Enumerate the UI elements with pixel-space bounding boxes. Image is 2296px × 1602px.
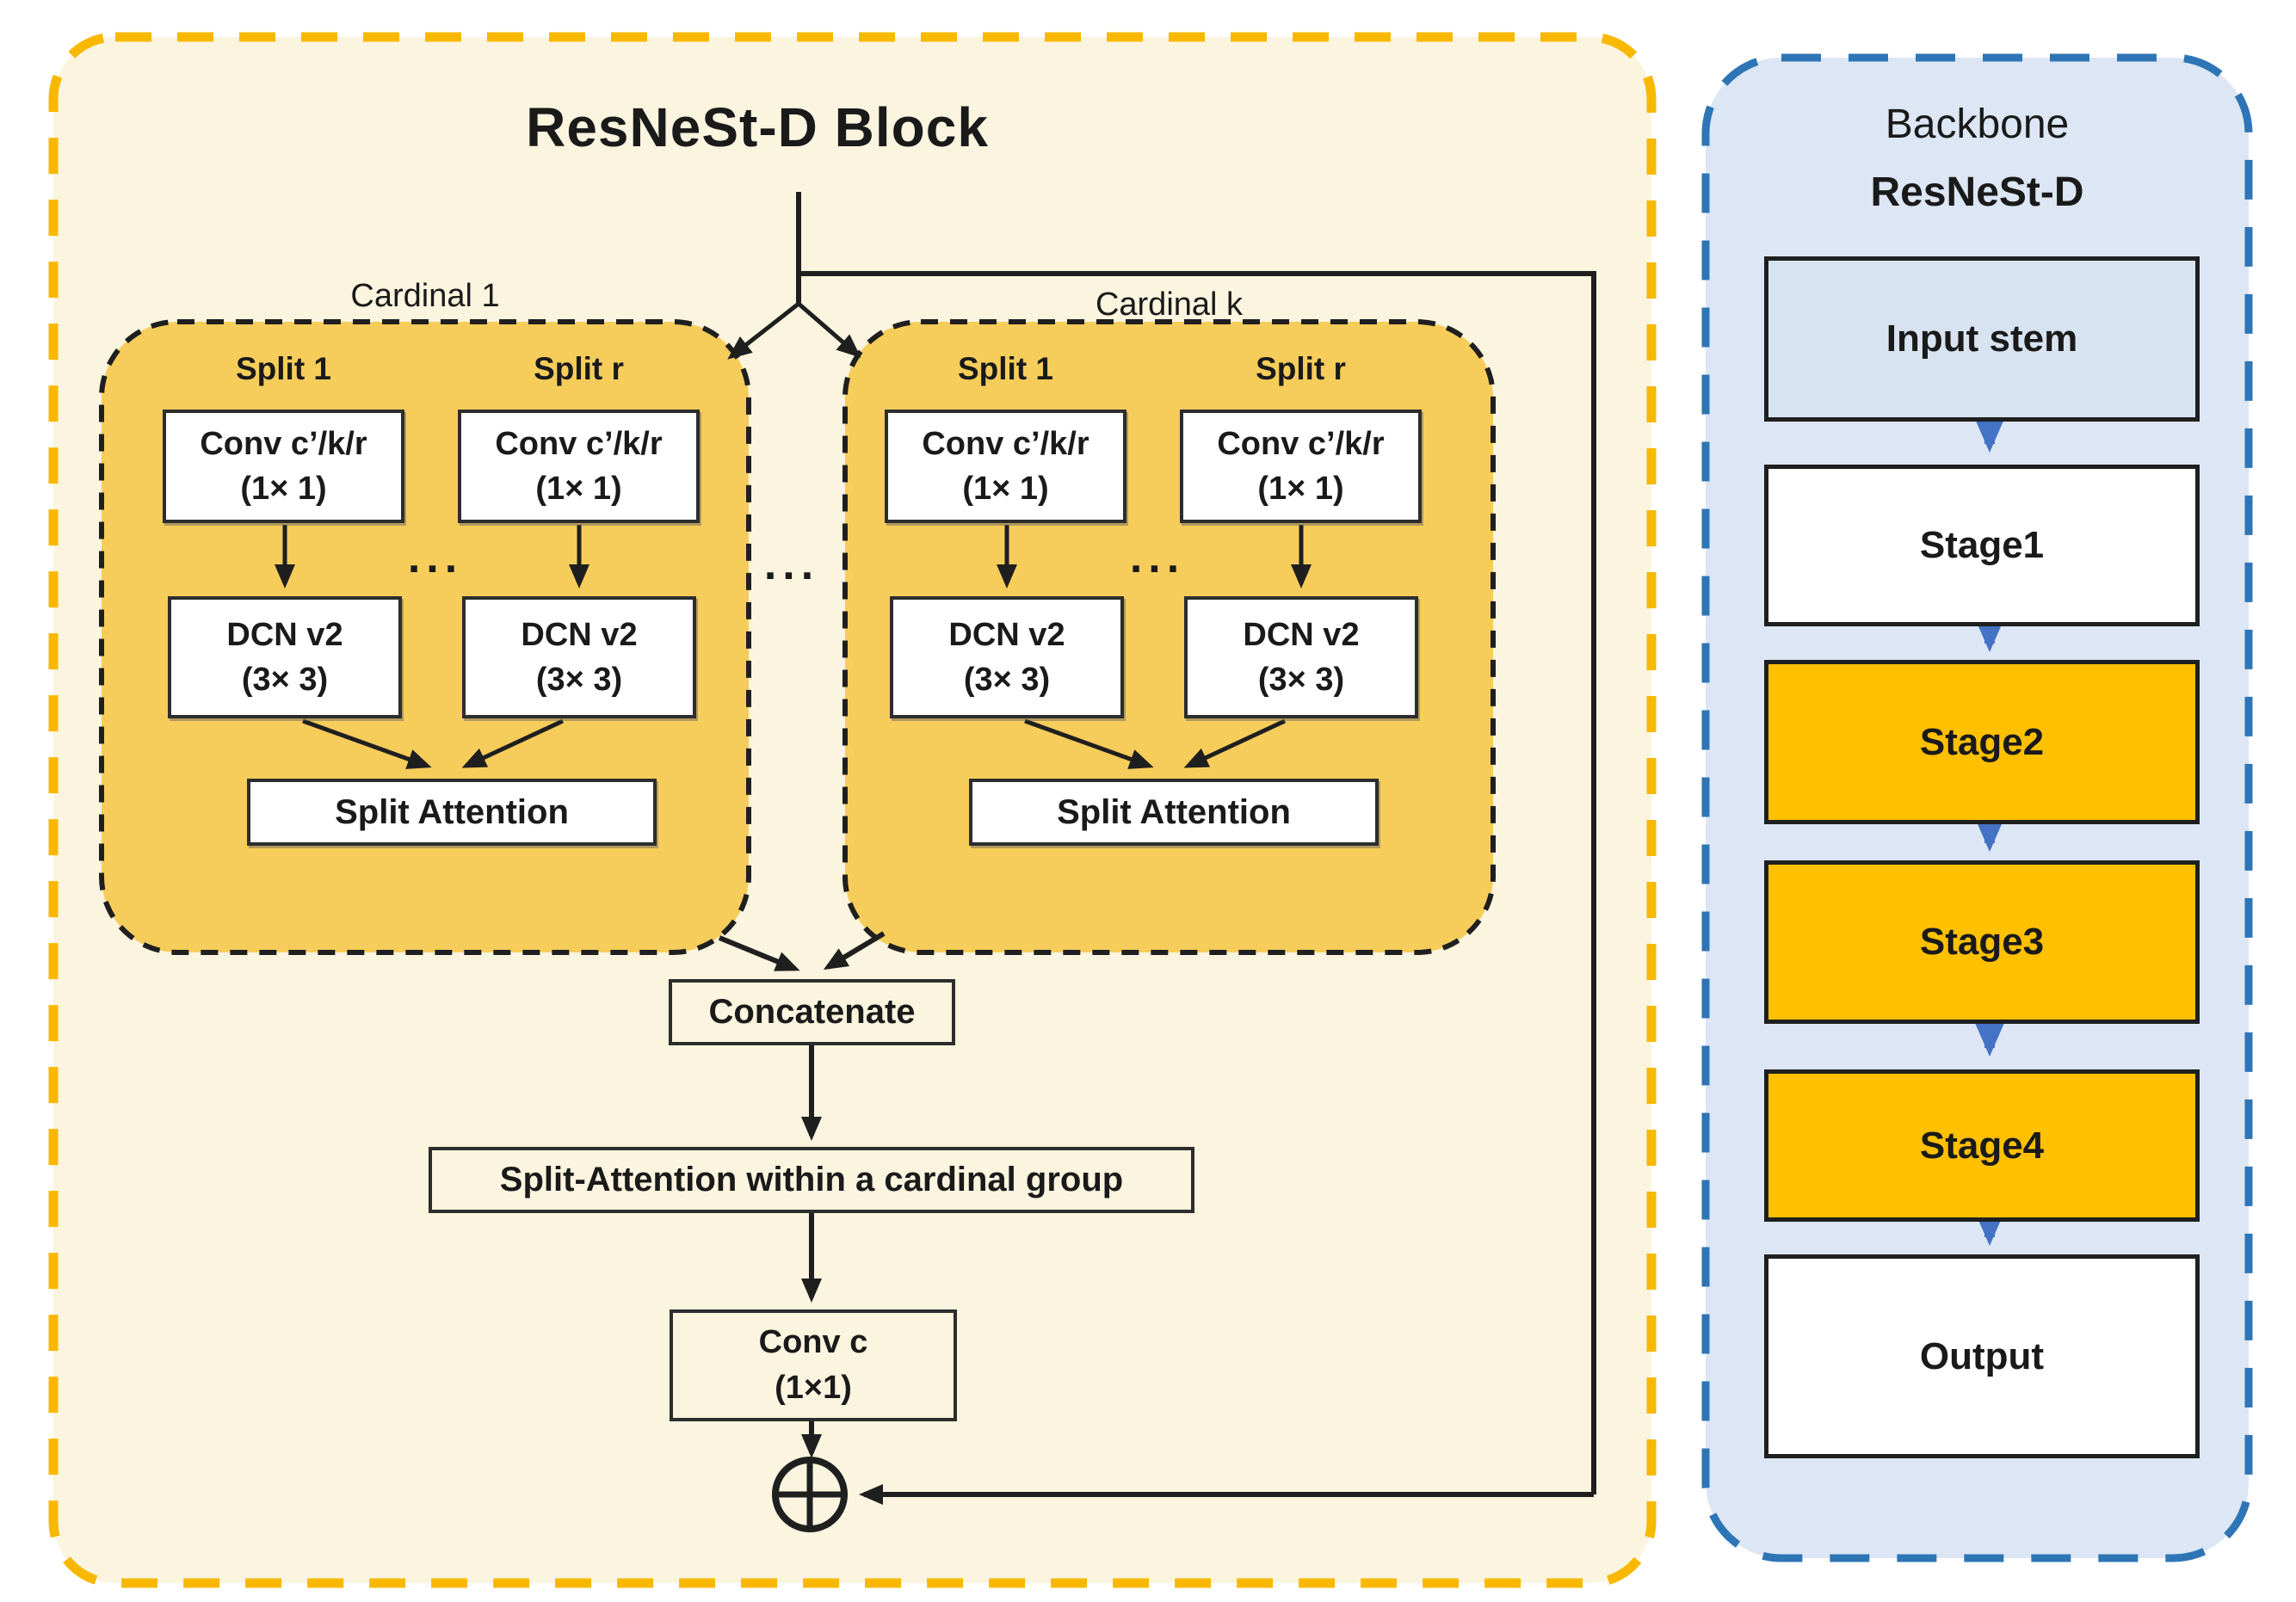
- input-branch-arrows: [727, 302, 861, 360]
- cardinal-1-conv-box-1: Conv c’/k/r (1× 1): [163, 410, 404, 523]
- backbone-subtitle: ResNeSt-D: [1870, 169, 2084, 215]
- ellipsis-dots: ...: [407, 533, 464, 582]
- cardinal-k-dcn-box-r: DCN v2 (3× 3): [1184, 596, 1418, 718]
- cardinal-1-arrows: [275, 525, 589, 769]
- backbone-stage-2: Stage2: [1764, 660, 2200, 824]
- circle-plus-icon: [772, 1457, 848, 1532]
- cardinal-k-dcn-box-1: DCN v2 (3× 3): [890, 596, 1124, 718]
- backbone-stage-input-stem: Input stem: [1764, 256, 2200, 422]
- cardinal-concat-arrows: [718, 931, 886, 971]
- cardinal-1-dcn-box-1: DCN v2 (3× 3): [168, 596, 402, 718]
- cardinal-1-dcn-box-r: DCN v2 (3× 3): [462, 596, 696, 718]
- concatenate-box: Concatenate: [669, 979, 955, 1045]
- ellipsis-dots: ...: [1129, 533, 1186, 582]
- cardinal-1-split-attention-box: Split Attention: [247, 779, 657, 846]
- cardinal-group-attention-box: Split-Attention within a cardinal group: [429, 1147, 1194, 1213]
- backbone-title: Backbone: [1885, 101, 2070, 147]
- cardinal-k-split-1-label: Split 1: [957, 351, 1054, 386]
- backbone-stage-4: Stage4: [1764, 1069, 2200, 1222]
- backbone-stage-1: Stage1: [1764, 465, 2200, 626]
- ellipsis-dots: ...: [763, 539, 820, 589]
- cardinal-1-split-r-label: Split r: [534, 351, 624, 386]
- conv-c-box: Conv c (1×1): [670, 1309, 957, 1421]
- cardinal-1-label: Cardinal 1: [350, 277, 500, 314]
- cardinal-1-conv-box-r: Conv c’/k/r (1× 1): [458, 410, 700, 523]
- cardinal-k-split-attention-box: Split Attention: [969, 779, 1379, 846]
- cardinal-k-conv-box-1: Conv c’/k/r (1× 1): [885, 410, 1126, 523]
- backbone-stage-output: Output: [1764, 1254, 2200, 1458]
- block-title: ResNeSt-D Block: [526, 96, 989, 158]
- backbone-stage-3: Stage3: [1764, 860, 2200, 1024]
- cardinal-k-split-r-label: Split r: [1256, 351, 1346, 386]
- cardinal-k-label: Cardinal k: [1095, 286, 1244, 323]
- cardinal-k-arrows: [997, 525, 1312, 769]
- cardinal-1-split-1-label: Split 1: [235, 351, 332, 386]
- skip-connection-path: [796, 192, 1596, 1505]
- cardinal-k-conv-box-r: Conv c’/k/r (1× 1): [1180, 410, 1422, 523]
